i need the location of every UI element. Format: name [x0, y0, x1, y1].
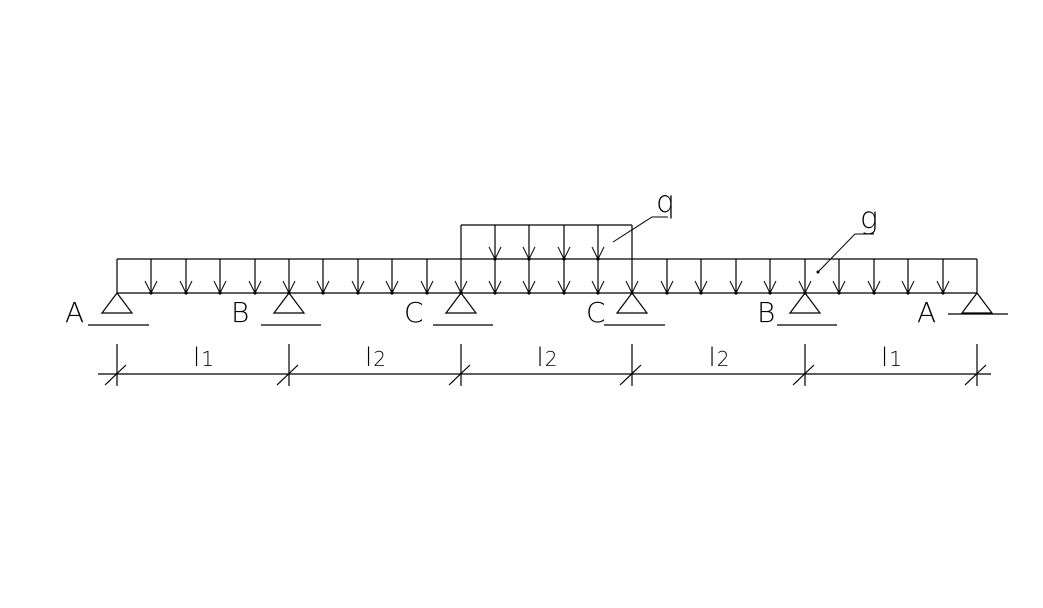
arrow-head	[563, 280, 571, 294]
arrow-head	[254, 280, 262, 294]
load-label-g: g	[860, 201, 878, 236]
arrow-head	[213, 280, 221, 294]
arrow-head	[625, 280, 633, 294]
arrow-head	[563, 246, 571, 260]
arrow-head	[248, 280, 256, 294]
arrow-head	[694, 280, 702, 294]
pin-support-icon	[615, 292, 649, 314]
dead-load-g	[116, 258, 978, 295]
arrow-head	[322, 280, 330, 294]
leader-line-q	[612, 216, 668, 243]
support-label: C	[586, 296, 606, 329]
support-label: C	[404, 296, 424, 329]
arrow-head	[488, 246, 496, 260]
arrow-head	[597, 246, 605, 260]
span-label: l2	[709, 343, 730, 373]
live-load-q	[460, 224, 633, 261]
dimension-line: l1 l2 l2 l2 l1	[98, 343, 991, 386]
span-label: l1	[193, 343, 214, 373]
dimension-tick	[104, 364, 127, 386]
arrow-head	[179, 280, 187, 294]
load-label-q: q	[656, 185, 675, 220]
load-labels: g q	[612, 185, 878, 274]
arrow-head	[351, 280, 359, 294]
arrow-head	[591, 280, 599, 294]
arrow-head	[942, 280, 950, 294]
support-a: A	[917, 292, 1008, 329]
arrow-head	[522, 246, 530, 260]
arrow-head	[597, 280, 605, 294]
support-a: A	[65, 292, 149, 329]
arrow-head	[798, 280, 806, 294]
dimension-tick	[964, 364, 987, 386]
arrow-head	[316, 280, 324, 294]
dimension-tick	[792, 364, 815, 386]
arrow-head	[460, 280, 468, 294]
support-c: C	[404, 292, 493, 329]
arrow-head	[282, 280, 290, 294]
arrow-head	[528, 246, 536, 260]
pin-support-icon	[960, 292, 994, 314]
arrow-head	[729, 280, 737, 294]
arrow-head	[288, 280, 296, 294]
arrow-head	[838, 280, 846, 294]
pin-support-icon	[788, 292, 822, 314]
support-c: C	[586, 292, 665, 329]
arrow-head	[420, 280, 428, 294]
arrow-head	[357, 280, 365, 294]
arrow-head	[557, 246, 565, 260]
arrow-head	[660, 280, 668, 294]
pin-support-icon	[100, 292, 134, 314]
arrow-head	[873, 280, 881, 294]
arrow-head	[494, 280, 502, 294]
arrow-head	[454, 280, 462, 294]
arrow-head	[385, 280, 393, 294]
span-label: l2	[365, 343, 386, 373]
arrow-head	[528, 280, 536, 294]
dimension-tick	[448, 364, 471, 386]
arrow-head	[700, 280, 708, 294]
arrow-head	[867, 280, 875, 294]
support-label: A	[917, 296, 936, 329]
span-label: l1	[881, 343, 902, 373]
arrow-head	[763, 280, 771, 294]
arrow-head	[901, 280, 909, 294]
support-b: B	[757, 292, 837, 329]
support-label: B	[757, 296, 775, 329]
arrow-head	[426, 280, 434, 294]
support-label: B	[231, 296, 249, 329]
arrow-head	[769, 280, 777, 294]
arrow-head	[804, 280, 812, 294]
pin-support-icon	[444, 292, 478, 314]
dimension-tick	[276, 364, 299, 386]
arrow-head	[735, 280, 743, 294]
arrow-head	[907, 280, 915, 294]
arrow-head	[832, 280, 840, 294]
leader-line-g	[817, 233, 874, 273]
arrow-head	[144, 280, 152, 294]
arrow-head	[666, 280, 674, 294]
pin-support-icon	[272, 292, 306, 314]
arrow-head	[391, 280, 399, 294]
arrow-head	[488, 280, 496, 294]
dimension-tick	[619, 364, 642, 386]
arrow-head	[936, 280, 944, 294]
arrow-head	[219, 280, 227, 294]
arrow-head	[591, 246, 599, 260]
arrow-head	[185, 280, 193, 294]
support-b: B	[231, 292, 321, 329]
arrow-head	[557, 280, 565, 294]
support-label: A	[65, 296, 84, 329]
arrow-head	[522, 280, 530, 294]
arrow-head	[494, 246, 502, 260]
arrow-head	[150, 280, 158, 294]
span-label: l2	[537, 343, 558, 373]
arrow-head	[631, 280, 639, 294]
